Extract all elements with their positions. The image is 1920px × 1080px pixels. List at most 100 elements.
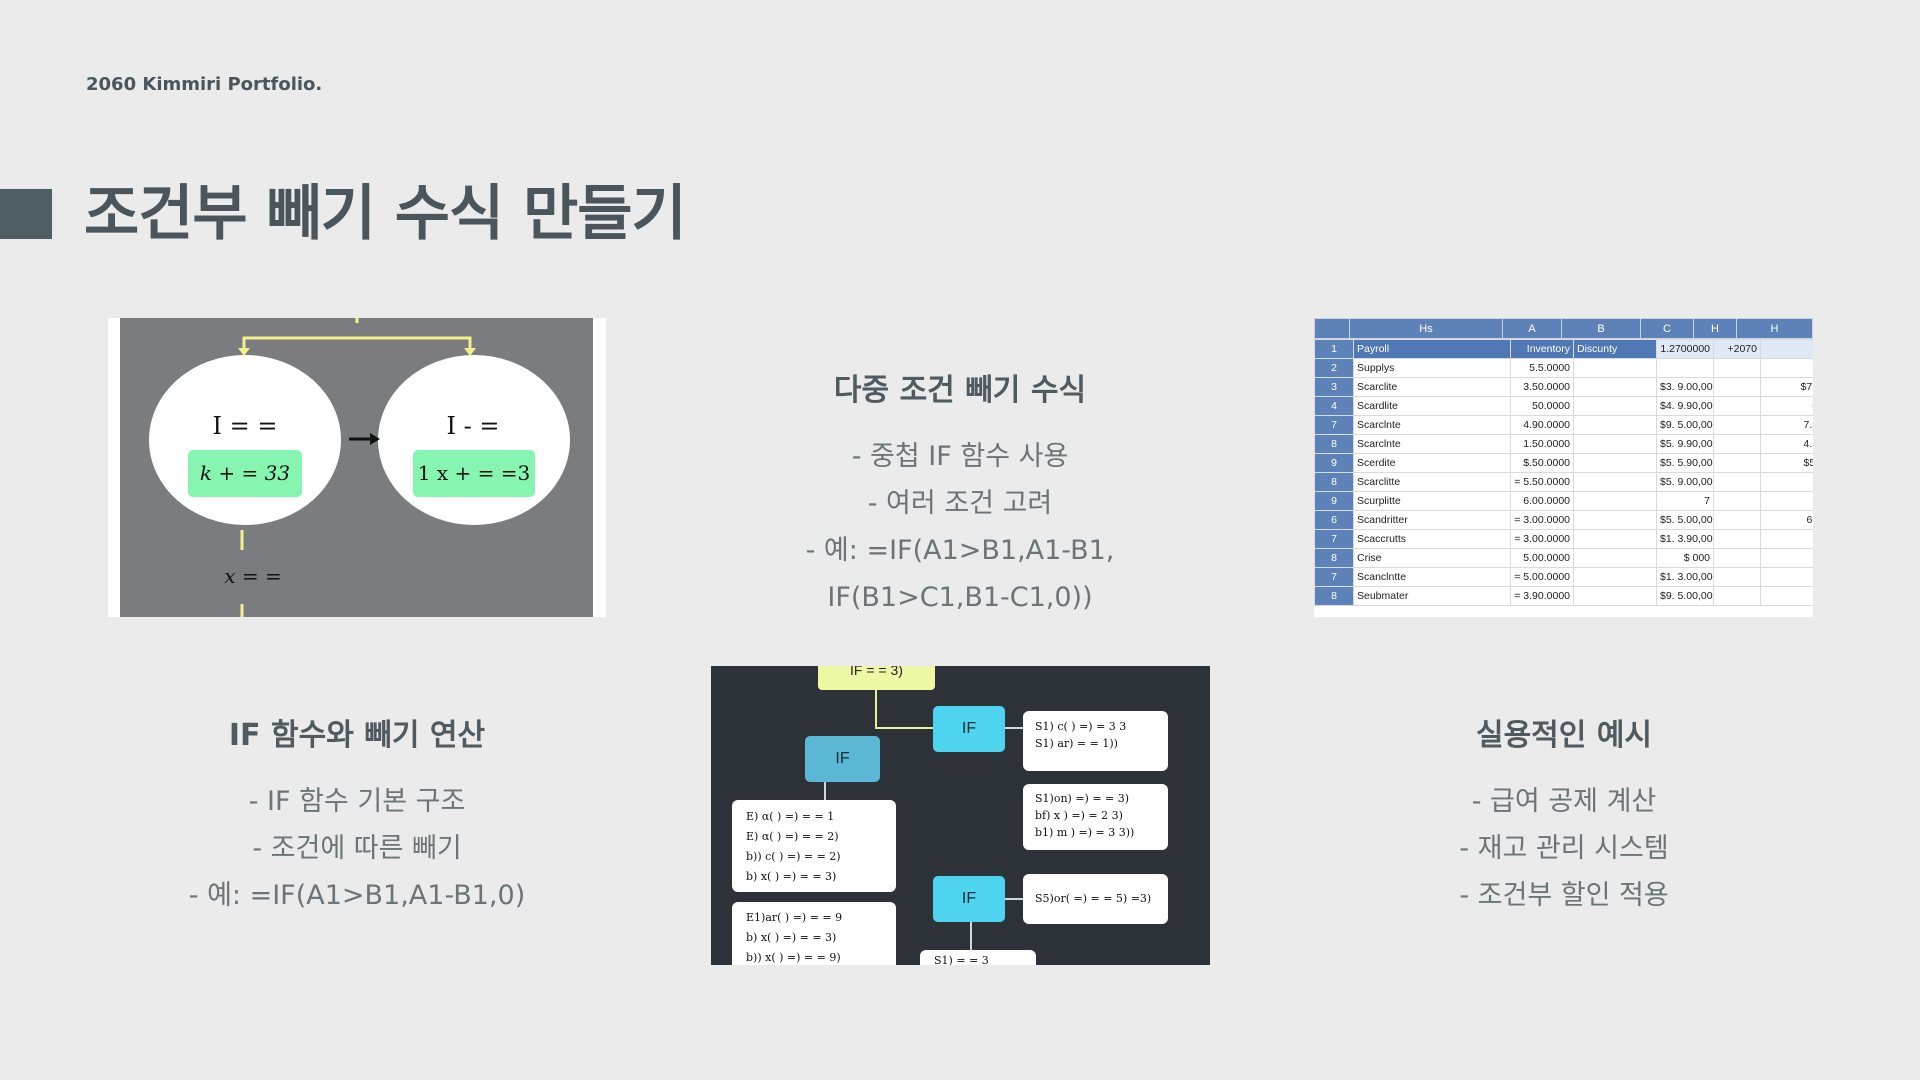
sheet-cell: 6.4.500000: [1760, 510, 1813, 530]
tree-box-line: S1) c( ) =) = 3 3: [1035, 720, 1127, 733]
card-nested-line: - 중첩 IF 함수 사용: [851, 441, 1069, 472]
sheet-cell: $5. 9.00,000: [1656, 472, 1714, 492]
sheet-cell: [1713, 415, 1761, 435]
tree-box-line: E1)ar( ) =) = = 9: [746, 911, 843, 924]
sheet-cell: Scandritter: [1353, 510, 1511, 530]
sheet-cell: [1573, 434, 1657, 454]
card-if-basic-line: - 예: =IF(A1>B1,A1-B1,0): [188, 880, 526, 911]
sheet-cell: [1573, 548, 1657, 568]
sheet-cell: 1.50.0000: [1510, 434, 1574, 454]
tree-box-line: b) x( ) =) = = 3): [746, 931, 837, 944]
sheet-cell: $9. 5.00,000: [1656, 415, 1714, 435]
sheet-cell: [1573, 472, 1657, 492]
tree-box-line: bf) x ) =) = 2 3): [1035, 809, 1123, 822]
sheet-cell: 5.5.0000: [1510, 358, 1574, 378]
sheet-cell: [1713, 377, 1761, 397]
flow-right-node-label: I - =: [446, 412, 500, 440]
sheet-cell: Scaccrutts: [1353, 529, 1511, 549]
sheet-cell: 6.00.0000: [1510, 491, 1574, 511]
sheet-cell: 50.0000: [1510, 396, 1574, 416]
sheet-cell: [1760, 339, 1813, 359]
card-nested-line: IF(B1>C1,B1-C1,0)): [827, 582, 1093, 613]
tree-condition-box: S5)or( =) = = 5) =3): [1023, 874, 1168, 924]
tree-condition-box: E) α( ) =) = = 1 E) α( ) =) = = 2) b)) c…: [732, 800, 896, 892]
sheet-cell: = 3.00.0000: [1510, 529, 1574, 549]
card-if-basic-line: - 조건에 따른 빼기: [252, 833, 462, 864]
sheet-cell: 7: [1314, 415, 1354, 435]
tree-if-node: IF: [933, 876, 1005, 922]
sheet-cell: Scanclntte: [1353, 567, 1511, 587]
sheet-cell: +2070: [1713, 339, 1761, 359]
card-practical-line: - 조건부 할인 적용: [1459, 880, 1669, 911]
sheet-cell: 6.10,0000: [1760, 396, 1813, 416]
card-nested-line: - 예: =IF(A1>B1,A1-B1,: [805, 535, 1115, 566]
sheet-cell: $00000: [1760, 586, 1813, 606]
sheet-cell: Scardlite: [1353, 396, 1511, 416]
sheet-cell: $1. 3.00,000: [1656, 567, 1714, 587]
sheet-cell: [1713, 510, 1761, 530]
sheet-header-cell: H: [1693, 318, 1737, 339]
sheet-cell: $ 000: [1656, 548, 1714, 568]
tree-box-line: b)) c( ) =) = = 2): [746, 850, 841, 863]
sheet-cell: $5. 9.90,000: [1656, 434, 1714, 454]
card-practical-heading: 실용적인 예시: [1475, 718, 1653, 753]
tree-condition-box: S1) c( ) =) = 3 3 S1) ar) = = 1)): [1023, 711, 1168, 771]
sheet-cell: [1713, 548, 1761, 568]
sheet-cell: 1.2700000: [1656, 339, 1714, 359]
sheet-cell: Scarclite: [1353, 377, 1511, 397]
sheet-cell: 7: [1314, 567, 1354, 587]
sheet-cell: [1713, 434, 1761, 454]
sheet-cell: [1713, 453, 1761, 473]
sheet-cell: .5.500000: [1760, 529, 1813, 549]
sheet-cell: $3. 9.00,000: [1656, 377, 1714, 397]
sheet-cell: [1573, 396, 1657, 416]
sheet-cell: $5. 5.00,000: [1656, 510, 1714, 530]
sheet-cell: [1760, 491, 1813, 511]
sheet-cell: [1573, 586, 1657, 606]
sheet-cell: Scarclnte: [1353, 434, 1511, 454]
sheet-cell: 9: [1314, 491, 1354, 511]
sheet-cell: $4. 9.90,000: [1656, 396, 1714, 416]
sheet-cell: [1713, 491, 1761, 511]
sheet-cell: 3.50.0000: [1510, 377, 1574, 397]
tree-top-node: IF = = 3): [818, 666, 935, 690]
sheet-cell: [1573, 415, 1657, 435]
sheet-cell: 7: [1314, 529, 1354, 549]
sheet-cell: $9. 5.00,000: [1656, 586, 1714, 606]
sheet-cell: Seubmater: [1353, 586, 1511, 606]
sheet-cell: [1713, 396, 1761, 416]
tree-box-line: E) α( ) =) = = 2): [746, 830, 839, 843]
sheet-cell: [1713, 586, 1761, 606]
if-tree-image: IF = = 3) IF IF IF S1) c( ) =) = 3 3 S1)…: [711, 666, 1210, 965]
tree-box-line: E) α( ) =) = = 1: [746, 810, 835, 823]
flow-diagram-graphic: [149, 318, 570, 617]
sheet-cell: 8: [1314, 548, 1354, 568]
sheet-cell: 6: [1314, 510, 1354, 530]
sheet-cell: $5.5.00,000: [1760, 453, 1813, 473]
sheet-cell: $7.600,0000: [1760, 377, 1813, 397]
sheet-cell: [1573, 529, 1657, 549]
sheet-header-cell: H: [1736, 318, 1813, 339]
tree-box-line: b) x( ) =) = = 3): [746, 870, 837, 883]
sheet-cell: [1760, 472, 1813, 492]
tree-box-line: b)) x( ) =) = = 9): [746, 951, 841, 964]
sheet-cell: 3: [1314, 377, 1354, 397]
sheet-cell: [1760, 548, 1813, 568]
sheet-cell: Inventory: [1510, 339, 1574, 359]
sheet-cell: 8: [1314, 434, 1354, 454]
card-nested-line: - 여러 조건 고려: [867, 488, 1053, 519]
sheet-header-cell: Hs: [1349, 318, 1503, 339]
sheet-cell: Scerdite: [1353, 453, 1511, 473]
sheet-cell: $1. 3.90,000: [1656, 529, 1714, 549]
tree-box-line: S5)or( =) = = 5) =3): [1035, 892, 1152, 905]
sheet-cell: Supplys: [1353, 358, 1511, 378]
flow-left-node-label: I = =: [212, 412, 278, 440]
sheet-cell: $5. 5.90,000: [1656, 453, 1714, 473]
